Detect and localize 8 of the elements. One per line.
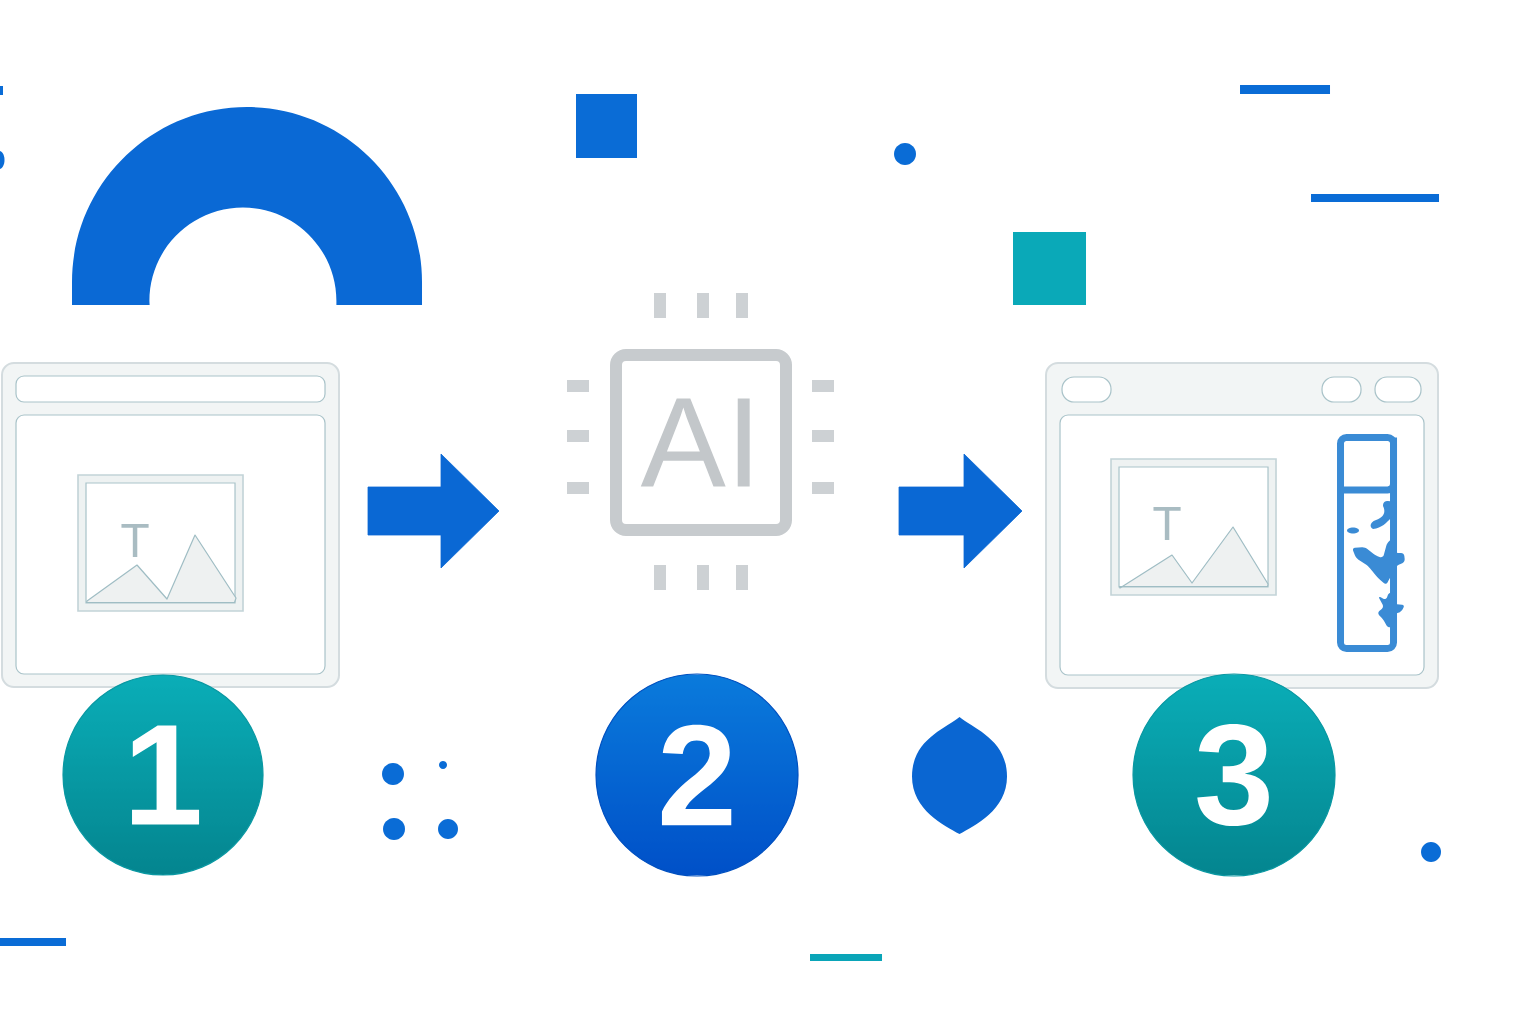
square xyxy=(576,94,637,158)
arrow xyxy=(367,453,500,569)
text-glyph: T xyxy=(121,524,149,557)
text-glyph: T xyxy=(1153,507,1181,540)
half-ring xyxy=(72,107,422,305)
arrow xyxy=(898,453,1023,569)
square xyxy=(1013,232,1086,305)
drop-shape xyxy=(912,717,1007,834)
